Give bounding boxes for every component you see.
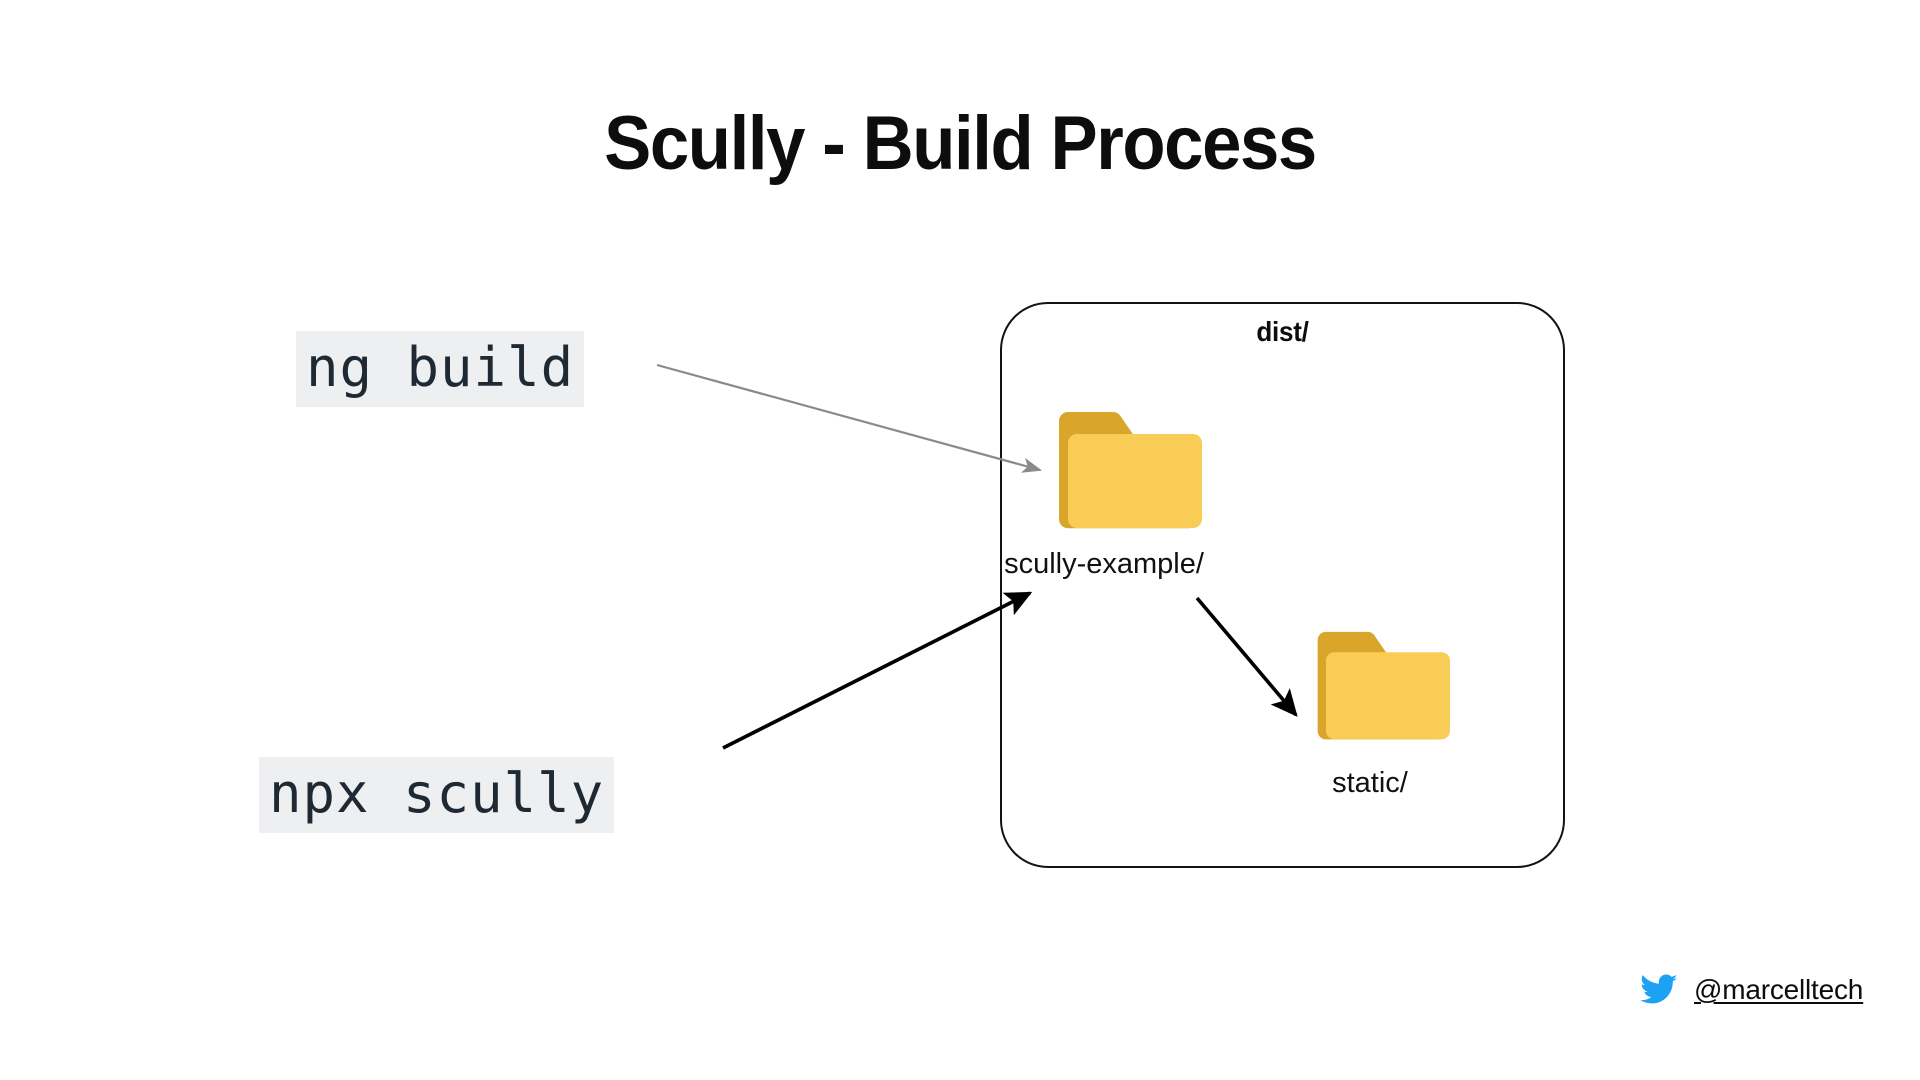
folder-icon-static <box>1313 628 1450 744</box>
twitter-bird-icon <box>1640 974 1678 1006</box>
command-chip-ng-build: ng build <box>296 331 585 407</box>
arrow-ng-build-to-scully-example <box>656 363 1043 473</box>
dist-container <box>1000 302 1565 868</box>
twitter-handle-text[interactable]: @marcelltech <box>1694 974 1864 1005</box>
folder-label-static: static/ <box>1332 767 1408 799</box>
arrow-npx-scully-to-dist <box>722 591 1033 750</box>
folder-icon-scully-example <box>1054 408 1202 533</box>
dist-container-label: dist/ <box>1256 316 1309 347</box>
page-title: Scully - Build Process <box>604 101 1317 186</box>
command-chip-npx-scully: npx scully <box>259 757 615 833</box>
folder-label-scully-example: scully-example/ <box>1004 548 1204 580</box>
footer-social-handle[interactable]: @marcelltech <box>1640 974 1863 1006</box>
